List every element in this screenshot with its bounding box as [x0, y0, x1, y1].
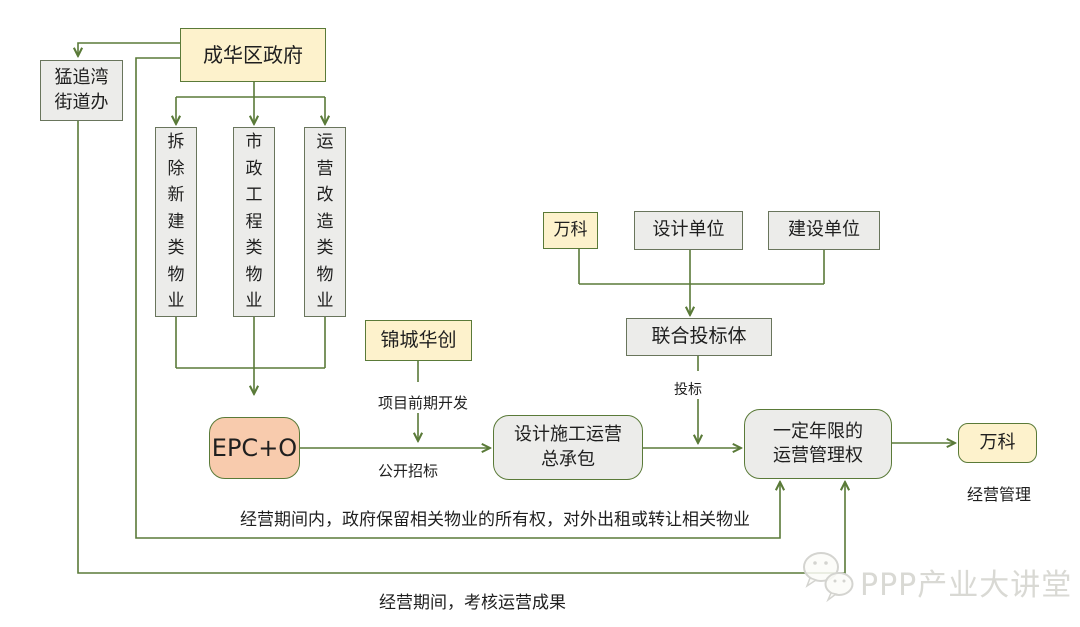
label-public-bidding: 公开招标 [377, 462, 438, 480]
node-property-renovation: 运营改造类物业 [304, 127, 346, 317]
node-vanke-operator: 万科 [958, 423, 1037, 463]
label-bidding: 投标 [674, 382, 702, 398]
watermark-text: PPP产业大讲堂 [860, 568, 1073, 603]
edge-government-to-street-office [78, 42, 180, 56]
node-operation-right: 一定年限的运营管理权 [744, 409, 892, 479]
node-construction-unit: 建设单位 [768, 211, 880, 250]
node-government: 成华区政府 [180, 28, 326, 82]
node-property-municipal: 市政工程类物业 [233, 127, 275, 317]
node-general-contract: 设计施工运营总承包 [493, 415, 643, 480]
edge-street-office-to-operation-right-assessment [77, 121, 845, 574]
edge-government-to-operation-right-ownership [135, 57, 780, 539]
node-property-demolition: 拆除新建类物业 [155, 127, 197, 317]
label-pre-development: 项目前期开发 [377, 394, 468, 412]
node-consortium: 联合投标体 [626, 318, 772, 356]
label-operation-management: 经营管理 [966, 485, 1031, 504]
annotation-ownership-note: 经营期间内，政府保留相关物业的所有权，对外出租或转让相关物业 [240, 510, 750, 530]
node-epc: EPC+O [209, 417, 300, 479]
node-vanke-bidder: 万科 [543, 212, 598, 249]
node-jincheng: 锦城华创 [365, 320, 472, 361]
node-design-unit: 设计单位 [634, 211, 743, 250]
annotation-assessment-note: 经营期间，考核运营成果 [379, 593, 566, 613]
wechat-logo-icon [803, 552, 854, 603]
node-street-office: 猛追湾街道办 [40, 60, 123, 121]
